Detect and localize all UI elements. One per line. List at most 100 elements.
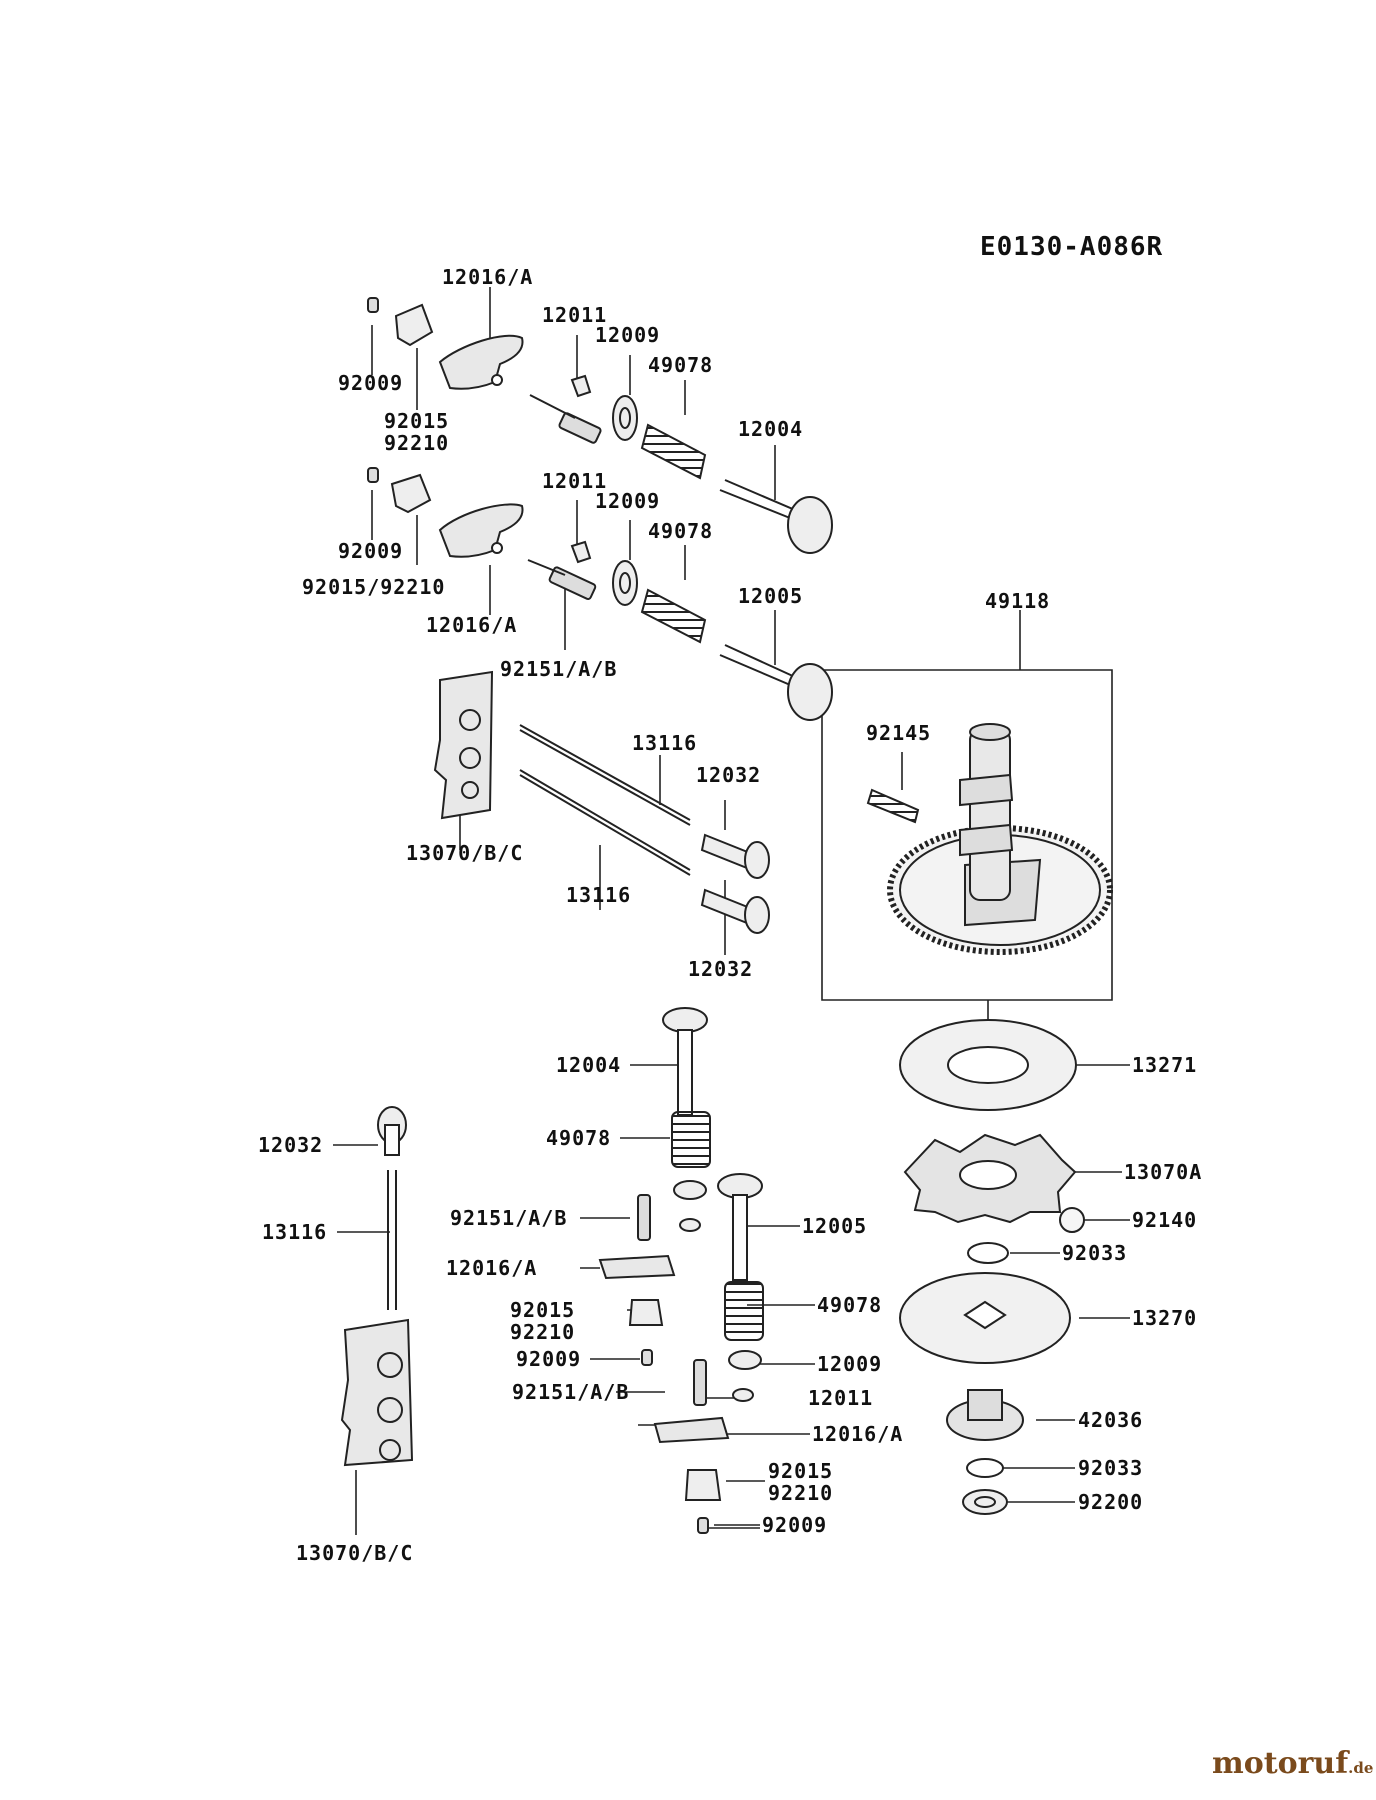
label-92200: 92200 bbox=[1078, 1490, 1144, 1514]
label-12016a: 12016/A bbox=[426, 613, 518, 637]
governor-cup-13270 bbox=[899, 1272, 1071, 1364]
label-92009: 92009 bbox=[516, 1347, 582, 1371]
circlip-92033-1 bbox=[967, 1242, 1009, 1264]
label-12032: 12032 bbox=[696, 763, 762, 787]
label-13271: 13271 bbox=[1132, 1053, 1198, 1077]
label-92015: 92015 bbox=[384, 409, 450, 433]
label-92140: 92140 bbox=[1132, 1208, 1198, 1232]
pivot-stud-2 bbox=[548, 566, 597, 600]
label-12005: 12005 bbox=[802, 1214, 868, 1238]
leader-lines bbox=[333, 287, 1130, 1535]
retainer-lower-2 bbox=[728, 1350, 762, 1370]
spring-1 bbox=[640, 423, 707, 480]
locknut-lower-1 bbox=[628, 1299, 664, 1326]
rocker-arm-lower-1 bbox=[598, 1254, 676, 1280]
label-92210: 92210 bbox=[510, 1320, 576, 1344]
label-12011: 12011 bbox=[542, 303, 608, 327]
label-49118: 49118 bbox=[985, 589, 1051, 613]
spring-49078-lower-2 bbox=[724, 1281, 764, 1341]
valve-cap-2 bbox=[570, 540, 592, 564]
label-12016a: 12016/A bbox=[812, 1422, 904, 1446]
push-rod-group bbox=[433, 670, 770, 934]
push-rod-2 bbox=[519, 769, 691, 871]
label-92210: 92210 bbox=[768, 1481, 834, 1505]
label-13270: 13270 bbox=[1132, 1306, 1198, 1330]
valve-12005-upper bbox=[719, 644, 833, 721]
washer-13271 bbox=[899, 1019, 1077, 1111]
rocker-arm-1 bbox=[438, 334, 524, 390]
governor-gear-42036 bbox=[946, 1389, 1024, 1441]
label-12004: 12004 bbox=[556, 1053, 622, 1077]
label-12009: 12009 bbox=[595, 489, 661, 513]
tappet-2 bbox=[700, 888, 770, 934]
label-92033: 92033 bbox=[1062, 1241, 1128, 1265]
label-92015: 92015 bbox=[768, 1459, 834, 1483]
locknut-lower-2 bbox=[684, 1469, 722, 1501]
valve-cap-1 bbox=[570, 374, 592, 398]
label-13116: 13116 bbox=[566, 883, 632, 907]
spring-2 bbox=[640, 588, 707, 644]
camshaft bbox=[969, 729, 1011, 901]
label-92033: 92033 bbox=[1078, 1456, 1144, 1480]
retainer-lower-1 bbox=[673, 1180, 707, 1200]
label-13070bc: 13070/B/C bbox=[406, 841, 524, 865]
label-12004: 12004 bbox=[738, 417, 804, 441]
label-92015: 92015 bbox=[510, 1298, 576, 1322]
label-12011: 12011 bbox=[542, 469, 608, 493]
label-12016a: 12016/A bbox=[446, 1256, 538, 1280]
locknut-2 bbox=[390, 473, 432, 514]
spring-49078-lower-1 bbox=[671, 1111, 711, 1168]
brand-logo[interactable]: motoruf.de bbox=[1212, 1746, 1373, 1781]
label-42036: 42036 bbox=[1078, 1408, 1144, 1432]
label-13116: 13116 bbox=[262, 1220, 328, 1244]
push-rod-lower-left bbox=[387, 1170, 397, 1310]
label-12009: 12009 bbox=[817, 1352, 883, 1376]
label-12032: 12032 bbox=[688, 957, 754, 981]
push-rod-guide-upper bbox=[433, 670, 494, 820]
label-12005: 12005 bbox=[738, 584, 804, 608]
retainer-2 bbox=[612, 560, 638, 606]
label-12009: 12009 bbox=[595, 323, 661, 347]
label-49078: 49078 bbox=[817, 1293, 883, 1317]
label-13116: 13116 bbox=[632, 731, 698, 755]
label-13070bc: 13070/B/C bbox=[296, 1541, 414, 1565]
label-92151ab: 92151/A/B bbox=[450, 1206, 568, 1230]
label-12032: 12032 bbox=[258, 1133, 324, 1157]
label-12011: 12011 bbox=[808, 1386, 874, 1410]
tappet-1 bbox=[700, 833, 770, 879]
label-92015-92210: 92015/92210 bbox=[302, 575, 446, 599]
label-92145: 92145 bbox=[866, 721, 932, 745]
label-92210: 92210 bbox=[384, 431, 450, 455]
valve-12005-lower bbox=[717, 1173, 763, 1281]
tappet-lower-left bbox=[377, 1106, 407, 1156]
label-92009: 92009 bbox=[338, 539, 404, 563]
rocker-arm-lower-2 bbox=[653, 1416, 730, 1444]
adjust-screw-lower-1 bbox=[641, 1349, 653, 1366]
camshaft-assembly bbox=[866, 723, 1113, 955]
decomp-spring bbox=[866, 788, 920, 824]
steel-ball-92140 bbox=[1059, 1207, 1085, 1233]
adjust-screw-1 bbox=[367, 297, 379, 313]
circlip-92033-2 bbox=[966, 1458, 1004, 1478]
label-49078: 49078 bbox=[546, 1126, 612, 1150]
pivot-stud-lower-1 bbox=[637, 1194, 651, 1241]
brand-suffix: .de bbox=[1348, 1759, 1374, 1777]
pivot-stud-1 bbox=[558, 412, 602, 444]
pivot-stud-lower-2 bbox=[693, 1359, 707, 1406]
rocker-arm-2 bbox=[438, 503, 524, 558]
locknut-1 bbox=[394, 303, 434, 347]
label-49078: 49078 bbox=[648, 353, 714, 377]
label-92151ab: 92151/A/B bbox=[512, 1380, 630, 1404]
push-rod-1 bbox=[519, 724, 691, 821]
brand-name: motoruf bbox=[1212, 1746, 1349, 1781]
valve-12004-upper bbox=[719, 479, 833, 554]
upper-valve-assembly-2 bbox=[367, 467, 833, 721]
label-12016a: 12016/A bbox=[442, 265, 534, 289]
label-92151ab: 92151/A/B bbox=[500, 657, 618, 681]
upper-valve-assembly-1 bbox=[367, 297, 833, 554]
adjust-screw-lower-2 bbox=[697, 1517, 709, 1534]
retainer-1 bbox=[612, 395, 638, 441]
diagram-code: E0130-A086R bbox=[980, 232, 1164, 262]
adjust-screw-2 bbox=[367, 467, 379, 483]
